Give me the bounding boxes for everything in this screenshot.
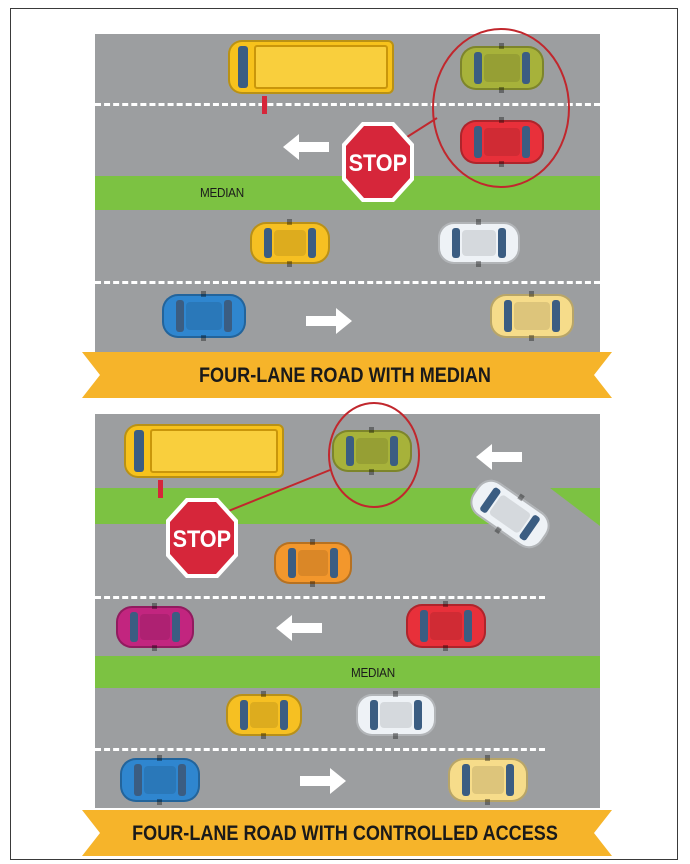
arrow-left-icon bbox=[476, 442, 526, 472]
stop-sign-text: STOP bbox=[173, 525, 231, 552]
car-cream bbox=[448, 758, 528, 802]
stop-sign: STOP bbox=[164, 496, 240, 580]
banner-title: FOUR-LANE ROAD WITH CONTROLLED ACCESS bbox=[48, 822, 641, 846]
car-white bbox=[356, 694, 436, 736]
car-magenta bbox=[116, 606, 194, 648]
car-red bbox=[406, 604, 486, 648]
car-blue bbox=[120, 758, 200, 802]
car-orange bbox=[274, 542, 352, 584]
arrow-left-icon bbox=[276, 613, 326, 643]
car-yellow bbox=[226, 694, 302, 736]
arrow-right-icon bbox=[296, 766, 346, 796]
